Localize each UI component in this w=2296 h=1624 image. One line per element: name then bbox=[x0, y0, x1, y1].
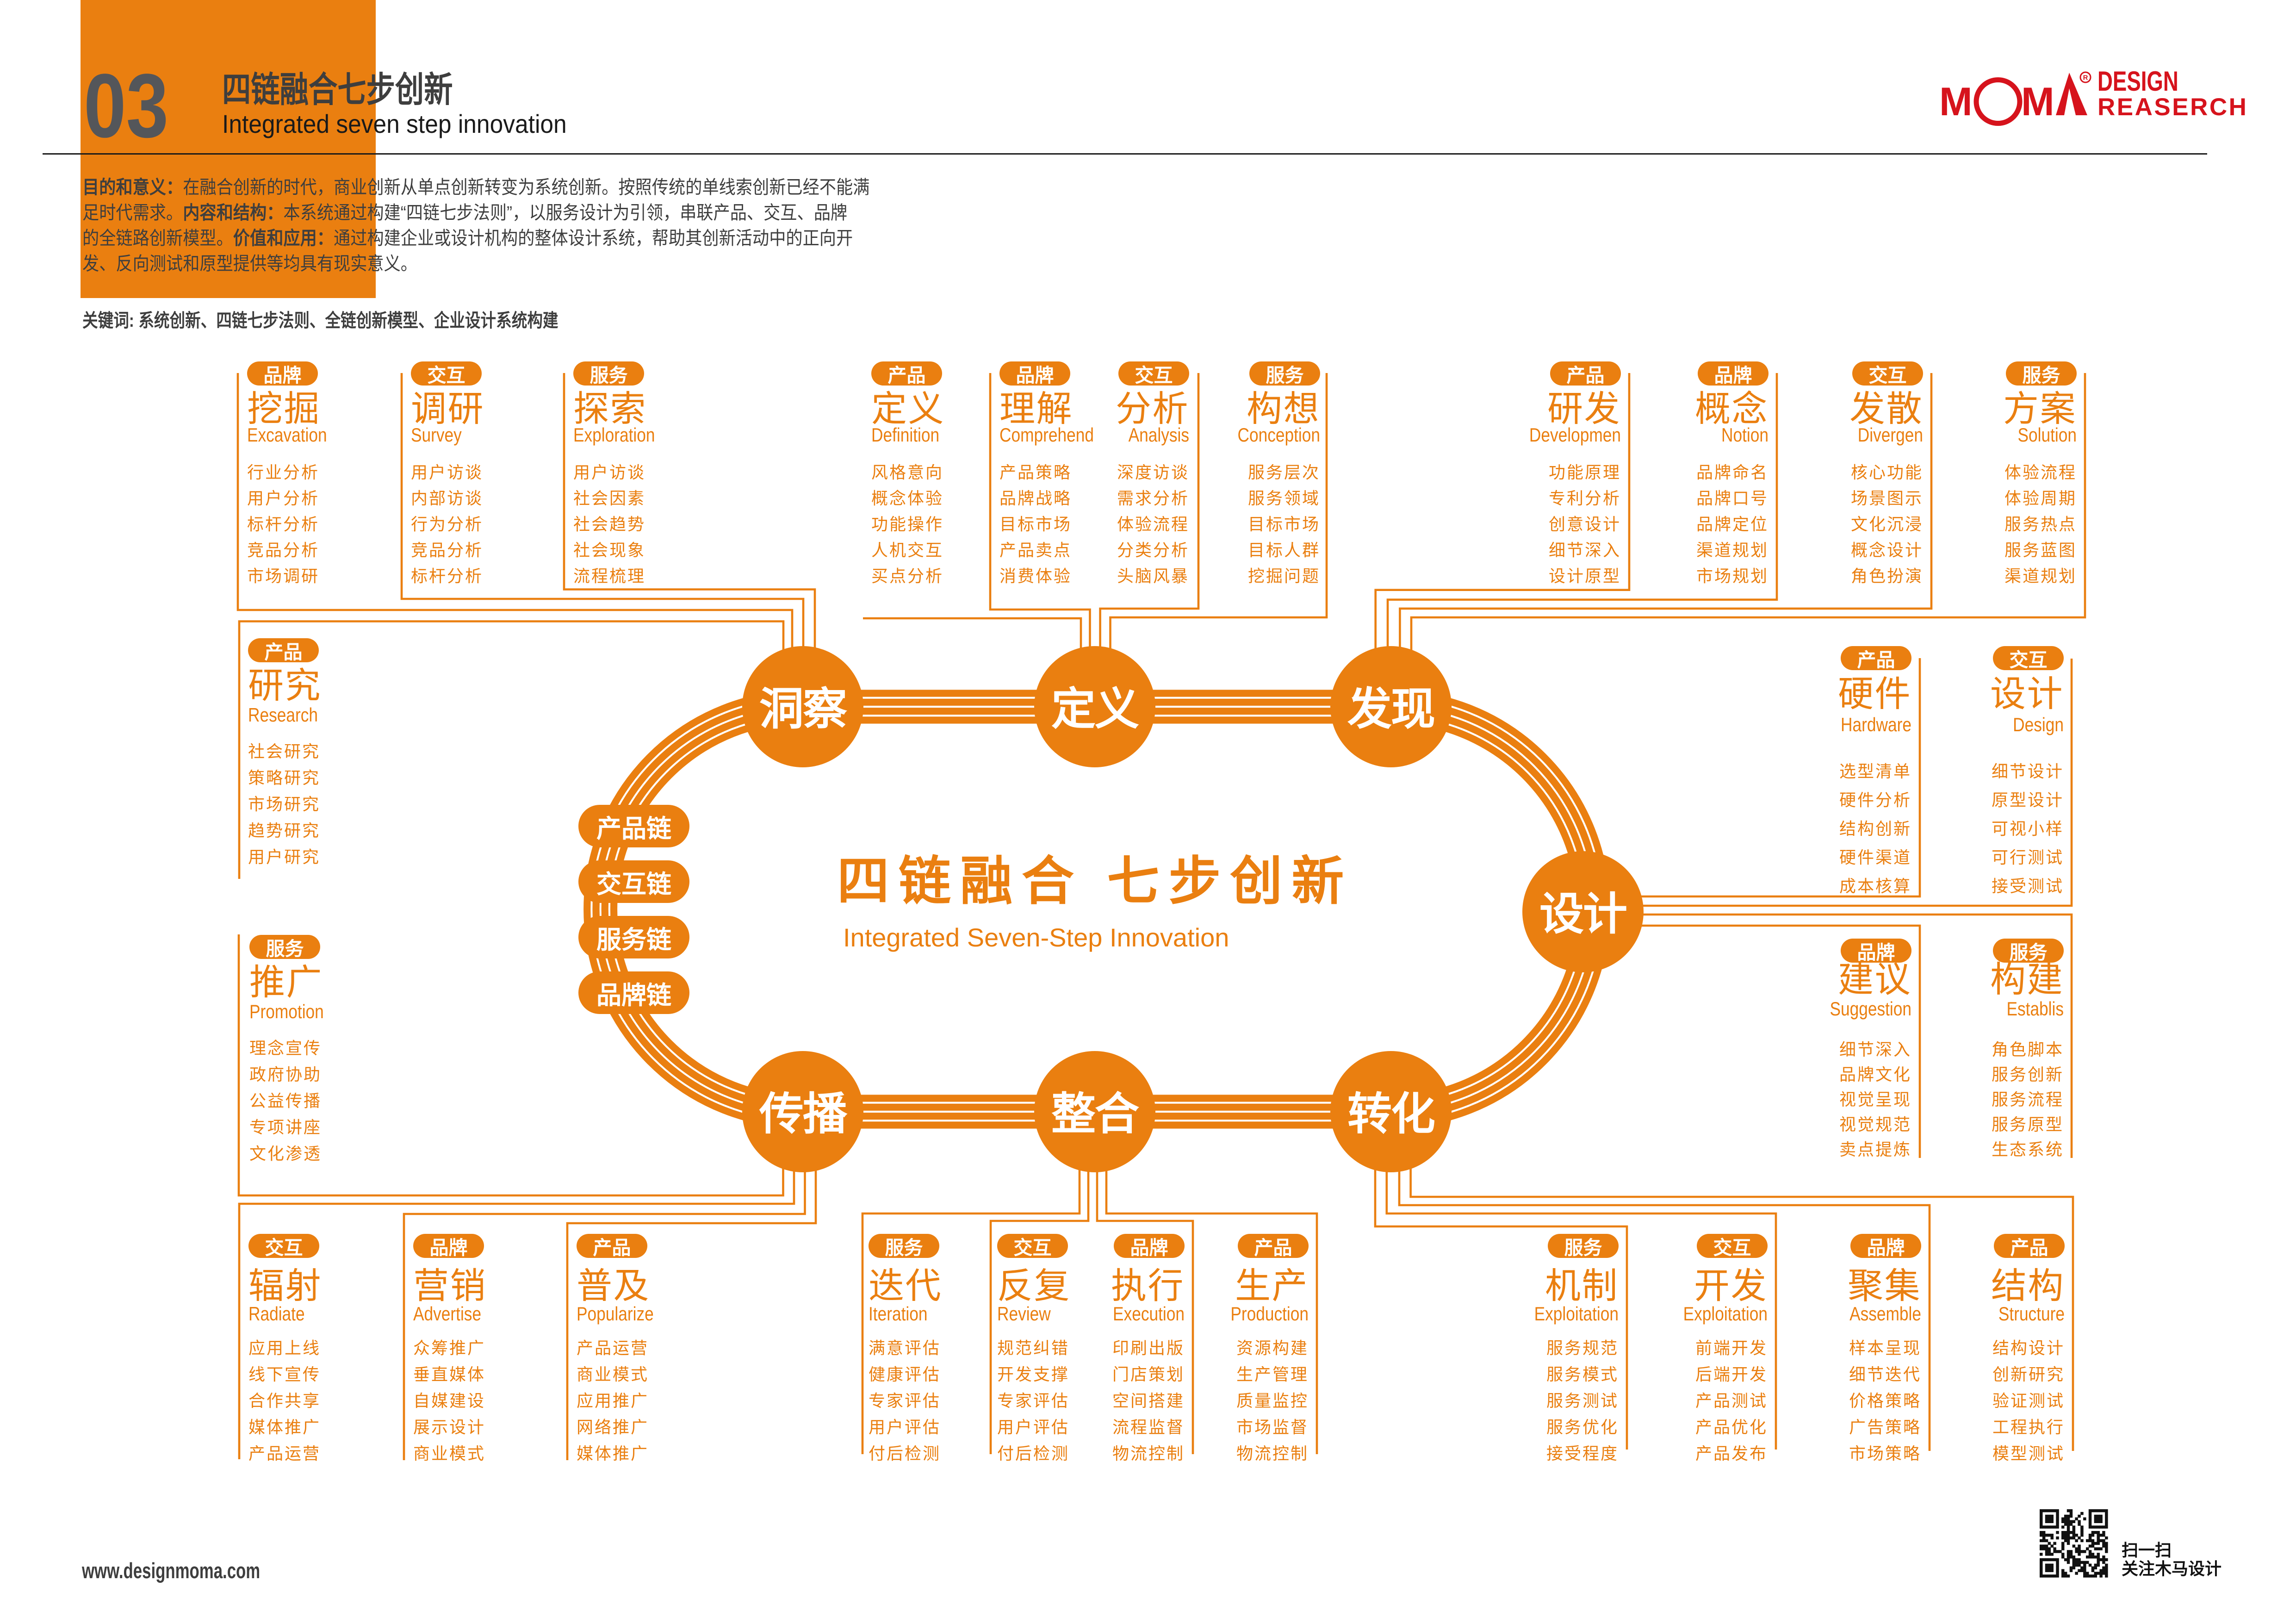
svg-text:M: M bbox=[1939, 80, 1973, 124]
svg-text:DESIGN: DESIGN bbox=[2097, 66, 2178, 97]
svg-text:REASERCH: REASERCH bbox=[2097, 93, 2248, 121]
svg-text:R: R bbox=[2083, 74, 2088, 82]
svg-text:M: M bbox=[2021, 80, 2054, 124]
